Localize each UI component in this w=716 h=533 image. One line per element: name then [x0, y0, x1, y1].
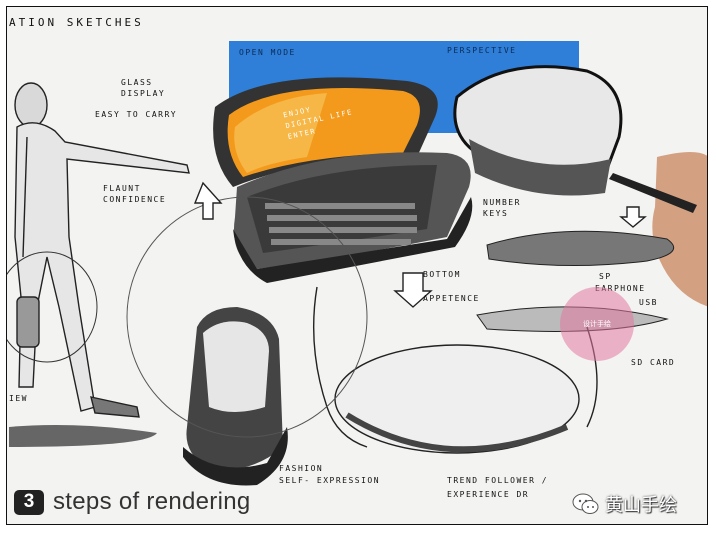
- bar-sketch: [9, 425, 157, 447]
- appetence-label: APPETENCE: [423, 294, 480, 303]
- arrow-marks: [193, 181, 647, 308]
- fashion-label: FASHION: [279, 464, 324, 473]
- open-mode-label: OPEN MODE: [239, 48, 296, 57]
- closed-device-sketch: [453, 65, 623, 196]
- earphone-label: EARPHONE: [595, 284, 646, 293]
- caption: 3 steps of rendering: [14, 488, 251, 516]
- bottom-device-sketch: [312, 286, 598, 454]
- wechat-icon: [572, 493, 599, 514]
- self-expression-label: SELF- EXPRESSION: [279, 476, 381, 485]
- account-name: 黄山手绘: [605, 495, 677, 516]
- number-keys-label: NUMBER KEYS: [483, 198, 521, 218]
- flaunt-confidence-label: FLAUNT CONFIDENCE: [103, 184, 167, 204]
- glass-display-label: GLASS DISPLAY: [121, 78, 166, 98]
- sp-label: SP: [599, 272, 612, 281]
- header-label: ATION SKETCHES: [9, 16, 144, 29]
- sd-card-label: SD CARD: [631, 358, 676, 367]
- hand-with-marker: [609, 152, 707, 307]
- sketch-photo: ATION SKETCHES OPEN MODE PERSPECTIVE GLA…: [6, 6, 708, 525]
- easy-to-carry-label: EASY TO CARRY: [95, 110, 178, 119]
- step-number-badge: 3: [14, 489, 44, 515]
- sketch-scene: [7, 41, 707, 486]
- bottom-label: BOTTOM: [423, 270, 461, 279]
- perspective-label: PERSPECTIVE: [447, 46, 517, 55]
- open-device-sketch: [213, 77, 473, 283]
- upright-device-sketch: [183, 307, 288, 486]
- experience-label: EXPERIENCE DR: [447, 490, 530, 499]
- side-profile-sketch: [486, 230, 675, 267]
- trend-follower-label: TREND FOLLOWER /: [447, 476, 549, 485]
- seal-watermark: 设计手绘: [560, 287, 634, 361]
- wechat-watermark: 黄山手绘: [572, 491, 677, 517]
- person-figure: [14, 82, 190, 418]
- usb-label: USB: [639, 298, 658, 307]
- seal-text: 设计手绘: [583, 320, 611, 328]
- caption-text: steps of rendering: [53, 488, 251, 515]
- view-label: IEW: [9, 394, 28, 403]
